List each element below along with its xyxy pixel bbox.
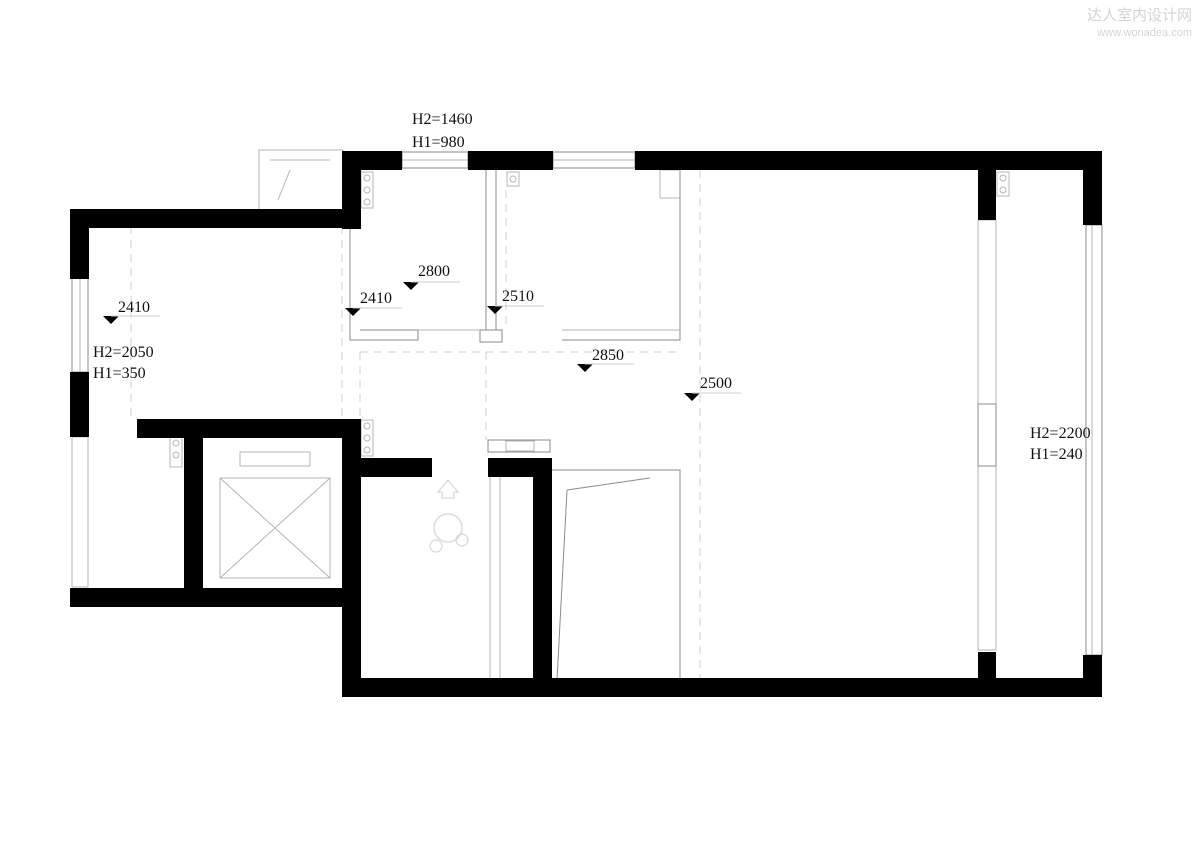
elevator-door — [239, 451, 311, 467]
ceiling-marker-living-room: 2500 — [684, 375, 741, 401]
ceiling-markers: 2410 2800 2410 2510 2850 2500 — [103, 263, 741, 401]
ceiling-height-label: 2410 — [118, 299, 150, 316]
watermark-url: www.wonadea.com — [1096, 27, 1192, 39]
left-window-h2-label: H2=2050 — [93, 344, 154, 361]
top-window-h1-label: H1=980 — [412, 134, 465, 151]
hall-door-frame — [487, 439, 551, 453]
window-labels: H2=1460 H1=980 H2=2050 H1=350 H2=2200 H1… — [93, 111, 1091, 463]
balcony-outline — [258, 149, 344, 211]
ceiling-marker-hallway: 2850 — [577, 347, 634, 372]
top-window-h2-label: H2=1460 — [412, 111, 473, 128]
ceiling-dash-lines — [130, 170, 701, 680]
balcony-detail — [270, 159, 330, 201]
inner-partition — [977, 219, 997, 651]
ceiling-marker-bedroom-a: 2800 — [403, 263, 460, 290]
ceiling-height-label: 2850 — [592, 347, 624, 364]
elevator-shaft — [219, 477, 331, 579]
walls — [70, 151, 1102, 697]
watermark: 达人室内设计网 www.wonadea.com — [1087, 6, 1192, 39]
ceiling-height-label: 2500 — [700, 375, 732, 392]
stair-lines — [556, 477, 651, 681]
stair-outline — [552, 469, 681, 680]
room-b-outline — [562, 170, 681, 341]
ghost-arrow — [436, 479, 460, 499]
ceiling-height-label: 2510 — [502, 288, 534, 305]
room-a-outline — [349, 170, 419, 341]
right-window-h1-label: H1=240 — [1030, 446, 1083, 463]
left-window-h1-label: H1=350 — [93, 365, 146, 382]
right-window-h2-label: H2=2200 — [1030, 425, 1091, 442]
watermark-brand: 达人室内设计网 — [1087, 6, 1192, 24]
ceiling-marker-bedroom-b-door: 2510 — [487, 288, 544, 314]
ceiling-height-label: 2800 — [418, 263, 450, 280]
partition-door — [977, 403, 997, 467]
ceiling-marker-bedroom-a-door: 2410 — [345, 290, 402, 316]
ceiling-height-label: 2410 — [360, 290, 392, 307]
ceiling-marker-left-room: 2410 — [103, 299, 160, 324]
cabinet-fixture — [659, 169, 681, 199]
left-lower-window — [71, 436, 89, 588]
ghost-object — [433, 513, 463, 543]
